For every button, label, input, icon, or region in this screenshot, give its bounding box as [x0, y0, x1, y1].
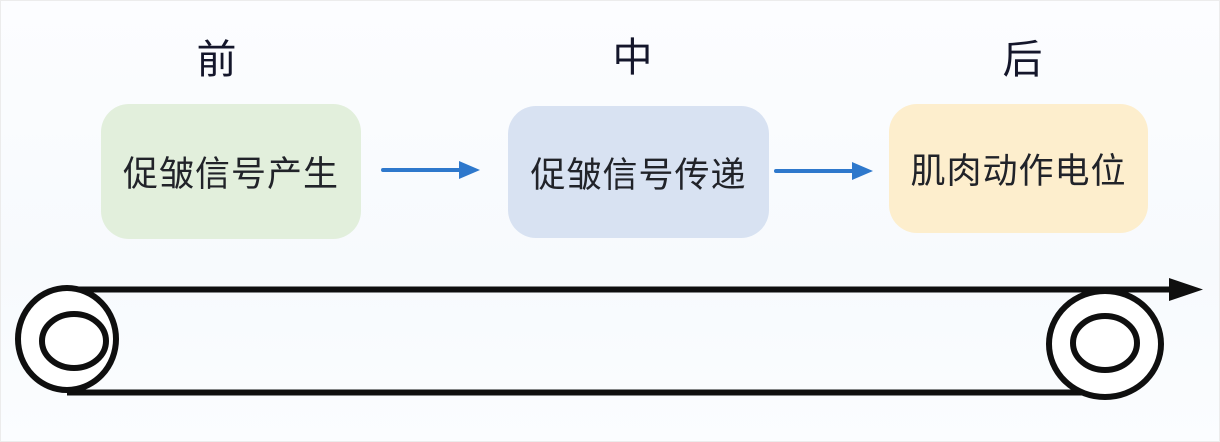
connector-arrow-2	[774, 162, 873, 180]
connector-arrow-1-head-icon	[459, 161, 480, 179]
stage-label-middle: 中	[612, 36, 654, 80]
stage-label-back: 后	[1002, 38, 1044, 82]
box-signal-generation-label: 促皱信号产生	[122, 155, 339, 194]
box-signal-generation: 促皱信号产生	[101, 104, 361, 239]
box-signal-transmission-label: 促皱信号传递	[530, 155, 747, 195]
belt-direction-arrowhead-icon	[1169, 278, 1203, 301]
connector-arrow-2-head-icon	[852, 162, 873, 180]
conveyor-belt-graphic	[15, 278, 1203, 400]
stage-label-front: 前	[196, 38, 238, 82]
roller-left-inner-icon	[39, 311, 109, 371]
box-muscle-action-potential-label: 肌肉动作电位	[910, 152, 1127, 191]
box-muscle-action-potential: 肌肉动作电位	[889, 104, 1148, 233]
roller-right-inner-icon	[1070, 313, 1140, 373]
connector-arrow-1	[381, 161, 480, 179]
box-signal-transmission: 促皱信号传递	[508, 106, 769, 238]
